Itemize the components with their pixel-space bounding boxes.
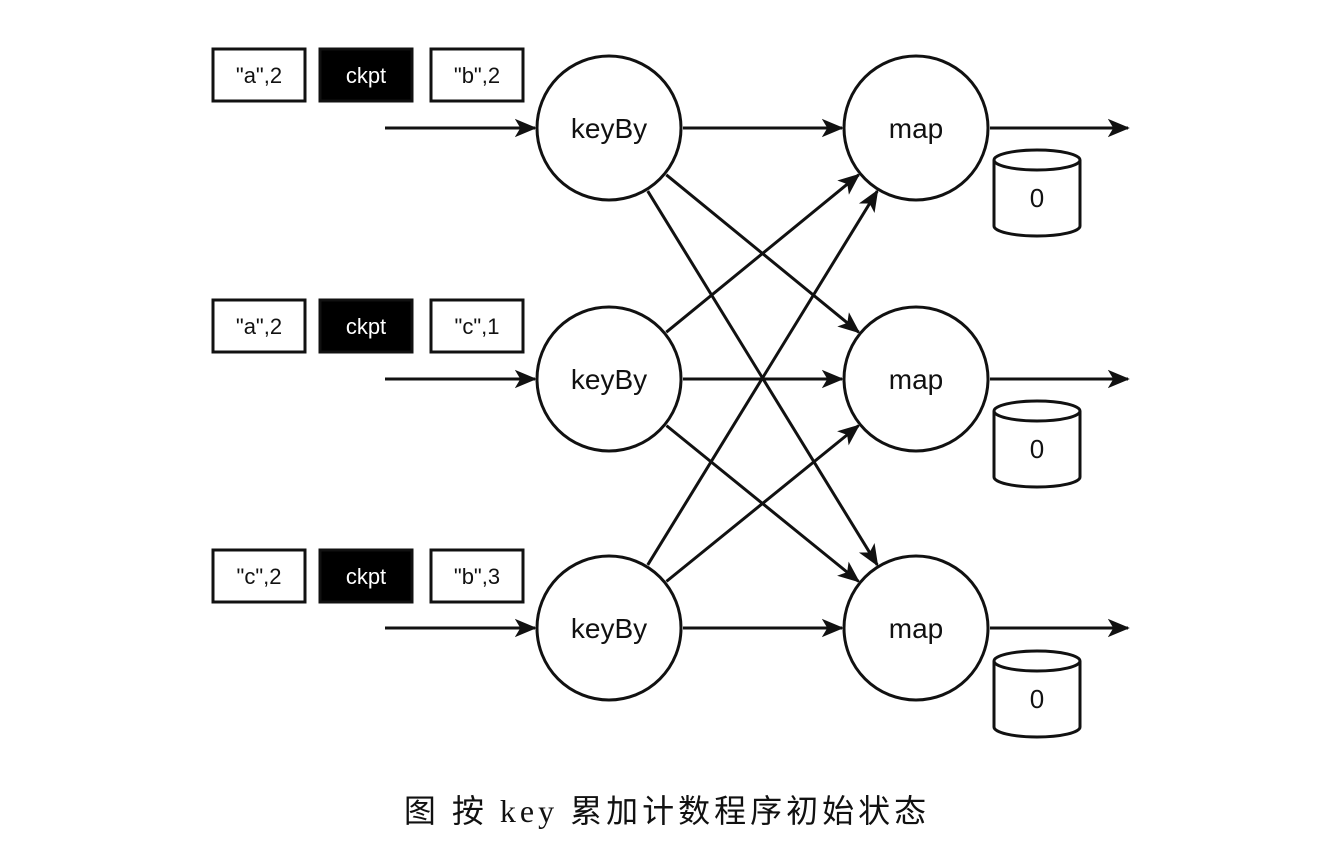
record-box bbox=[429, 548, 525, 604]
partition-edge bbox=[665, 424, 860, 583]
state-value: 0 bbox=[1030, 434, 1044, 464]
checkpoint-barrier: ckpt bbox=[318, 47, 414, 103]
map-operator-label: map bbox=[889, 113, 943, 144]
record-label: "c",2 bbox=[237, 564, 282, 589]
checkpoint-box bbox=[318, 548, 414, 604]
map-operator-label: map bbox=[889, 613, 943, 644]
map-operator-circle bbox=[842, 305, 990, 453]
checkpoint-label: ckpt bbox=[346, 63, 386, 88]
record-label: "b",3 bbox=[454, 564, 500, 589]
checkpoint-label: ckpt bbox=[346, 314, 386, 339]
checkpoint-barrier: ckpt bbox=[318, 298, 414, 354]
stream-record: "a",2 bbox=[211, 298, 307, 354]
stream-record: "c",1 bbox=[429, 298, 525, 354]
record-box bbox=[429, 47, 525, 103]
partition-edge bbox=[646, 189, 879, 566]
map-operator: map bbox=[842, 305, 990, 453]
checkpoint-label: ckpt bbox=[346, 564, 386, 589]
record-box bbox=[429, 298, 525, 354]
stream-record: "c",2 bbox=[211, 548, 307, 604]
keyby-operator: keyBy bbox=[535, 305, 683, 453]
keyby-operator: keyBy bbox=[535, 54, 683, 202]
map-operator-circle bbox=[842, 54, 990, 202]
keyby-operator-label: keyBy bbox=[571, 364, 647, 395]
keyby-operator-label: keyBy bbox=[571, 113, 647, 144]
partition-edge bbox=[665, 173, 861, 334]
keyby-operator-circle bbox=[535, 554, 683, 702]
stream-record: "a",2 bbox=[211, 47, 307, 103]
state-cylinder-body bbox=[992, 160, 1082, 238]
record-label: "a",2 bbox=[236, 63, 282, 88]
map-operator: map bbox=[842, 54, 990, 202]
map-operator-circle bbox=[842, 554, 990, 702]
edges-layer bbox=[385, 118, 1130, 638]
state-cylinder-top bbox=[992, 399, 1082, 423]
records-layer: "a",2 ckpt "b",2 "a",2 ckpt "c",1 "c",2 ckpt "b"… bbox=[211, 47, 525, 604]
stream-record: "b",3 bbox=[429, 548, 525, 604]
record-label: "c",1 bbox=[455, 314, 500, 339]
figure-caption: 图 按 key 累加计数程序初始状态 bbox=[403, 793, 931, 829]
keyby-operator: keyBy bbox=[535, 554, 683, 702]
state-cylinder-top bbox=[992, 649, 1082, 673]
record-box bbox=[211, 298, 307, 354]
record-label: "a",2 bbox=[236, 314, 282, 339]
keyby-operator-label: keyBy bbox=[571, 613, 647, 644]
record-label: "b",2 bbox=[454, 63, 500, 88]
checkpoint-box bbox=[318, 47, 414, 103]
state-value: 0 bbox=[1030, 183, 1044, 213]
checkpoint-barrier: ckpt bbox=[318, 548, 414, 604]
state-cylinder-body bbox=[992, 411, 1082, 489]
record-box bbox=[211, 47, 307, 103]
state-store: 0 bbox=[992, 649, 1082, 739]
state-cylinder-body bbox=[992, 661, 1082, 739]
nodes-layer: keyBy keyBy keyBy map map map bbox=[535, 54, 990, 702]
keyby-operator-circle bbox=[535, 305, 683, 453]
stream-record: "b",2 bbox=[429, 47, 525, 103]
map-operator: map bbox=[842, 554, 990, 702]
states-layer: 0 0 0 bbox=[992, 148, 1082, 739]
checkpoint-box bbox=[318, 298, 414, 354]
state-store: 0 bbox=[992, 148, 1082, 238]
state-value: 0 bbox=[1030, 684, 1044, 714]
state-cylinder-top bbox=[992, 148, 1082, 172]
record-box bbox=[211, 548, 307, 604]
keyby-operator-circle bbox=[535, 54, 683, 202]
state-store: 0 bbox=[992, 399, 1082, 489]
map-operator-label: map bbox=[889, 364, 943, 395]
